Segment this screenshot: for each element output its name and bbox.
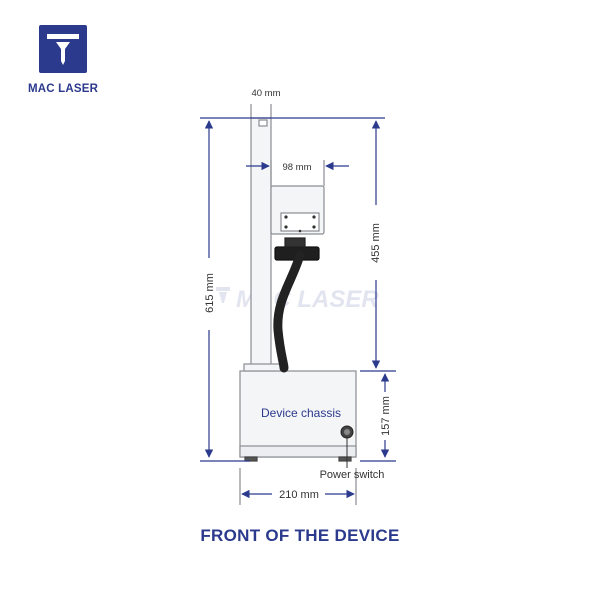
- brand-logo: [39, 25, 87, 73]
- label-power-switch: Power switch: [320, 469, 385, 481]
- column-cap: [258, 119, 268, 127]
- device-chassis: [239, 370, 357, 458]
- dim-chassis-height: 157 mm: [380, 396, 392, 436]
- dim-base-width: 210 mm: [279, 489, 319, 501]
- label-device-chassis: Device chassis: [261, 406, 341, 420]
- foot-left: [244, 456, 258, 462]
- fiber-cable: [273, 250, 305, 373]
- dim-head-width: 98 mm: [282, 162, 311, 173]
- vertical-column: [250, 117, 272, 379]
- chassis-bottom-strip: [239, 445, 357, 458]
- laser-head-logo-icon: [47, 34, 79, 65]
- dim-top-width: 40 mm: [251, 88, 280, 99]
- dimension-lines: [200, 104, 396, 505]
- lens-mount: [284, 237, 306, 248]
- head-screws: [284, 215, 316, 233]
- column-base-plate: [243, 363, 285, 372]
- dim-total-height: 615 mm: [204, 273, 216, 313]
- device-body: [239, 117, 357, 462]
- watermark: MAC LASER: [216, 286, 379, 313]
- power-switch-icon: [340, 425, 354, 439]
- brand-name: MAC LASER: [28, 83, 99, 95]
- foot-right: [338, 456, 352, 462]
- diagram-title: FRONT OF THE DEVICE: [200, 526, 400, 545]
- dim-head-height: 455 mm: [370, 223, 382, 263]
